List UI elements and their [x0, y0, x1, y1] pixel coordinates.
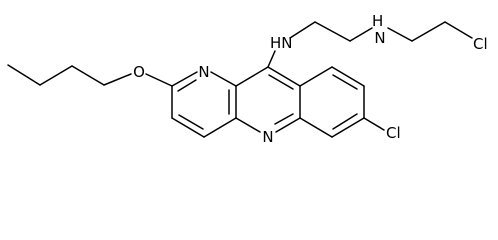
bond-n5-c4a [235, 117, 261, 133]
bond-c3-c4-inner [178, 114, 204, 130]
bond-c10-nh [267, 50, 276, 68]
chemical-structure-diagram: HN H N Cl N N O Cl [7, 12, 488, 146]
bond-c5a-n5 [275, 117, 301, 133]
chlorine-ring-label: Cl [386, 124, 401, 142]
amine-n: N [374, 29, 385, 47]
ring-nitrogen-bottom-label: N [262, 128, 273, 146]
bond-nh2-ch2 [387, 27, 413, 42]
bond-c9-c8 [331, 66, 365, 87]
bond-ch2-nh2 [349, 27, 373, 42]
bond-c5a-n5-inner [274, 113, 294, 125]
bond-c10-c9a-inner [268, 74, 294, 90]
bond-c2-n1-inner [177, 79, 197, 92]
bond-ch2-ch2 [314, 21, 351, 42]
bonds [7, 21, 473, 138]
bond-c4-c4a [203, 117, 237, 138]
bond-butyl-2 [39, 65, 73, 86]
bond-n1-c10a [210, 71, 237, 87]
bond-c7-c6-inner [332, 113, 358, 130]
bond-c2-n1 [171, 71, 198, 87]
bond-nh-ch2-1 [289, 21, 316, 39]
amine-nh-label-2: H N [372, 12, 388, 47]
bond-ch2-cl [444, 21, 473, 39]
bond-c3-c4 [171, 117, 205, 138]
bond-o-ring [145, 73, 173, 87]
bond-butyl-1 [7, 64, 41, 86]
bond-c10a-c10 [235, 66, 269, 87]
chlorine-chain-label: Cl [473, 35, 488, 53]
amine-h: H [372, 12, 383, 30]
ether-oxygen-label: O [133, 63, 145, 81]
bond-butyl-3 [71, 65, 105, 86]
bond-butyl-o [103, 73, 132, 86]
bond-c10-c9a [267, 66, 301, 87]
bond-c7-c6 [331, 117, 365, 138]
bond-c7-cl [363, 117, 385, 131]
bond-ch2-ch2-b [411, 21, 446, 42]
amine-nh-label: HN [270, 34, 293, 52]
bond-c9-c8-inner [332, 74, 358, 90]
ring-nitrogen-top-label: N [198, 63, 209, 81]
atom-labels: HN H N Cl N N O Cl [133, 12, 488, 146]
bond-c9a-c9 [299, 66, 333, 87]
bond-c6-c5a [299, 117, 333, 138]
